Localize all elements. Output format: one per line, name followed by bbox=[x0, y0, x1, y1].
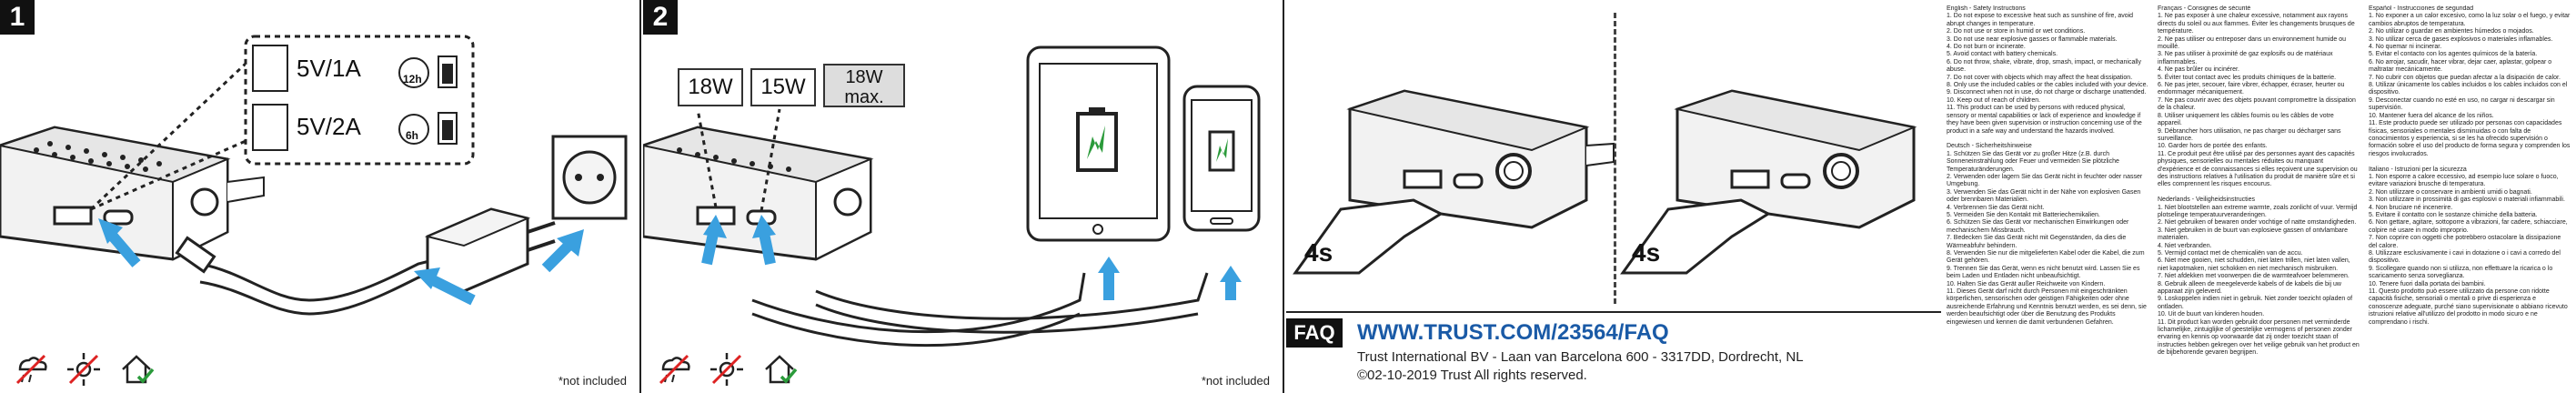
not-included-note: *not included bbox=[558, 374, 627, 388]
step-1-panel: 1 bbox=[0, 0, 641, 393]
safety-text-column-1: English - Safety Instructions 1. Do not … bbox=[1947, 5, 2148, 326]
phone-illustration bbox=[1182, 85, 1261, 232]
powerbank-illustration bbox=[0, 126, 265, 261]
wall-adapter-illustration bbox=[424, 207, 556, 293]
no-rain-icon bbox=[15, 354, 47, 385]
safety-text-column-3: Español - Instrucciones de seguridad 1. … bbox=[2369, 5, 2571, 326]
wall-socket-illustration bbox=[551, 135, 628, 220]
step-3-panel: 4s 4s FAQ WWW.TRUST.COM/23564/FAQ Trust … bbox=[1286, 0, 1941, 393]
faq-badge: FAQ bbox=[1286, 318, 1343, 348]
not-included-note: *not included bbox=[1201, 374, 1270, 388]
step-2-panel: 2 bbox=[643, 0, 1284, 393]
faq-section: FAQ WWW.TRUST.COM/23564/FAQ Trust Intern… bbox=[1286, 318, 1941, 393]
charge-callout-box bbox=[244, 35, 475, 166]
safety-text-column-2: Français - Consignes de sécurité 1. Ne p… bbox=[2158, 5, 2360, 357]
panel-divider bbox=[1614, 13, 1616, 304]
output-label-usb: 18W bbox=[678, 68, 743, 106]
step-3-illustration bbox=[1293, 89, 1917, 275]
copyright-text: ©02-10-2019 Trust All rights reserved. bbox=[1357, 368, 1587, 383]
output-label-max: 18W max. bbox=[823, 64, 905, 107]
step-2-illustration bbox=[643, 45, 1261, 348]
no-rain-icon bbox=[659, 354, 690, 385]
callout-time-2: 6h bbox=[406, 129, 419, 142]
hold-duration-label-right: 4s bbox=[1632, 238, 1661, 267]
faq-divider bbox=[1286, 311, 1941, 313]
callout-spec-1: 5V/1A bbox=[297, 55, 361, 82]
tablet-illustration bbox=[1026, 45, 1171, 242]
hold-duration-label-left: 4s bbox=[1304, 238, 1333, 267]
powerbank-button-press-right bbox=[1620, 89, 1917, 275]
faq-url-link[interactable]: WWW.TRUST.COM/23564/FAQ bbox=[1357, 320, 1669, 345]
usage-icons-row bbox=[13, 351, 155, 388]
step-number-badge: 2 bbox=[643, 0, 678, 35]
indoor-use-icon bbox=[122, 355, 155, 384]
output-label-usbc: 15W bbox=[750, 68, 816, 106]
usbc-port bbox=[103, 209, 134, 226]
usage-icons-row bbox=[656, 351, 798, 388]
usb-port bbox=[53, 206, 93, 226]
safety-instructions-panel: English - Safety Instructions 1. Do not … bbox=[1945, 0, 2576, 393]
callout-time-1: 12h bbox=[403, 73, 422, 86]
indoor-use-icon bbox=[765, 355, 798, 384]
power-button bbox=[190, 187, 219, 217]
no-sun-icon bbox=[710, 353, 743, 386]
no-sun-icon bbox=[67, 353, 100, 386]
step-number-badge: 1 bbox=[0, 0, 35, 35]
company-address: Trust International BV - Laan van Barcel… bbox=[1357, 349, 1804, 365]
powerbank-button-press-left bbox=[1293, 89, 1615, 275]
step-1-illustration bbox=[0, 35, 628, 316]
callout-spec-2: 5V/2A bbox=[297, 113, 361, 140]
powerbank-illustration bbox=[643, 126, 874, 261]
